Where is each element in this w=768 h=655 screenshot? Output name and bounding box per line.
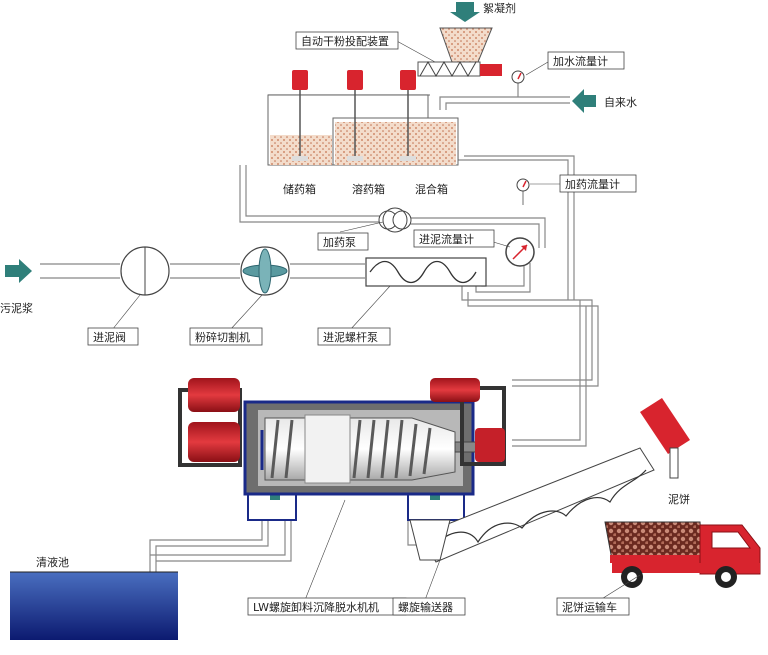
aux-motor: [188, 422, 240, 462]
back-drive-motor: [430, 378, 480, 402]
inlet-valve-icon: [120, 246, 170, 296]
label-sludge-flowmeter: 进泥流量计: [419, 232, 474, 246]
label-screw-conveyor: 螺旋输送器: [398, 600, 453, 614]
cake-truck: [604, 521, 761, 588]
label-truck: 泥饼运输车: [562, 600, 617, 614]
label-storage-tank: 储药箱: [283, 182, 316, 196]
conveyor-discharge: [640, 398, 690, 454]
screw-conveyor: [409, 398, 690, 563]
sludge-in-arrow-icon: [5, 259, 32, 283]
label-sludge-in: 污泥浆: [0, 301, 33, 315]
label-tap-water: 自来水: [604, 96, 637, 109]
agitator-motor-1: [292, 70, 308, 90]
screw-pump-icon: [365, 257, 487, 287]
flocculant-arrow-icon: [456, 2, 474, 12]
agitator-motor-3: [400, 70, 416, 90]
label-inlet-valve: 进泥阀: [93, 330, 126, 344]
flocculant-hopper: [439, 27, 493, 63]
sludge-flowmeter-icon: [505, 237, 535, 267]
label-dissolving-tank: 溶药箱: [352, 182, 385, 196]
tanks: [267, 70, 459, 166]
dosing-flowmeter-icon: [516, 178, 530, 192]
label-auto-dosing: 自动干粉投配装置: [301, 34, 389, 48]
label-flocculant: 絮凝剂: [483, 1, 516, 15]
label-grinder: 粉碎切割机: [195, 330, 250, 344]
main-motor: [188, 378, 240, 412]
pipework: [40, 82, 599, 572]
callout-lines: [111, 39, 641, 601]
centrifuge-machine: [178, 378, 506, 521]
label-dosing-pump: 加药泵: [323, 236, 356, 249]
label-mixing-tank: 混合箱: [415, 182, 448, 196]
label-clear-pool: 清液池: [36, 555, 69, 569]
label-dosing-flowmeter: 加药流量计: [565, 177, 620, 191]
agitator-motor-2: [347, 70, 363, 90]
tap-water-arrow-icon: [572, 89, 596, 113]
water-flowmeter-icon: [511, 70, 525, 84]
dosing-pump-icon: [378, 207, 412, 233]
feeder-motor: [480, 64, 502, 76]
label-centrifuge: LW螺旋卸料沉降脱水机机: [253, 600, 379, 614]
label-screw-pump: 进泥螺杆泵: [323, 330, 378, 344]
label-water-flowmeter: 加水流量计: [553, 54, 608, 68]
grinder-icon: [240, 246, 290, 296]
clear-liquid-pool: [10, 571, 178, 640]
label-cake: 泥饼: [668, 492, 690, 506]
